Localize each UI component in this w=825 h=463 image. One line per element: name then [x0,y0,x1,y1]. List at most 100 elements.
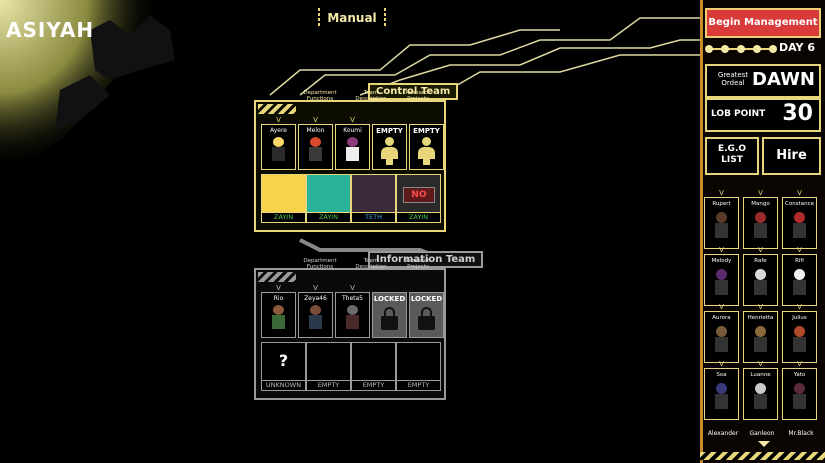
chevron-down-icon: V [797,246,802,254]
agent-slot[interactable]: V Rio [261,284,296,338]
staff-name: Luanne [750,372,771,378]
chevron-down-icon: V [758,360,763,368]
staff-name: Rupert [712,201,731,207]
agent-slot[interactable]: V Melon [298,116,333,170]
staff-name: Soa [716,372,727,378]
agent-name: Theta5 [341,295,363,302]
empty-agent-slot[interactable]: EMPTY [409,124,444,170]
risk-level: ZAYIN [262,212,305,222]
agent-slot[interactable]: V Koumi [335,116,370,170]
agent-name: Melon [306,127,325,134]
information-team-panel: Department Functions Team Description Re… [254,258,446,400]
day-label: DAY 6 [778,41,815,54]
staff-portrait [792,212,807,242]
agent-name: Ayere [270,127,287,134]
staff-portrait [714,269,729,299]
unknown-symbol: ? [278,351,289,370]
staff-portrait [792,269,807,299]
staff-portrait [714,212,729,242]
hire-button[interactable]: Hire [762,137,821,175]
empty-label: EMPTY [413,127,440,135]
abnormality-card[interactable]: ZAYIN [306,174,351,223]
chevron-down-icon: V [719,303,724,311]
agent-portrait [271,305,286,333]
staff-name: Rafe [754,258,767,264]
manual-button[interactable]: Manual [318,8,386,28]
tab-department-functions[interactable]: Department Functions [303,90,337,102]
abnormality-card[interactable]: NO ZAYIN [396,174,441,223]
risk-level: EMPTY [397,380,440,390]
abnormality-card[interactable]: EMPTY [351,342,396,391]
ego-label: E.G.O LIST [717,144,747,165]
staff-name: Rifi [795,258,804,264]
lob-label: LOB POINT [711,109,766,119]
abnormality-card[interactable]: EMPTY [306,342,351,391]
lock-icon [418,307,435,331]
staff-portrait [753,269,768,299]
control-team-tab[interactable]: Control Team [368,83,459,100]
tab-research-projects[interactable]: Research Projects [405,258,431,270]
staff-slot[interactable]: V Luanne [743,360,778,420]
ordeal-value: DAWN [752,69,815,90]
begin-management-button[interactable]: Begin Management [705,8,821,38]
scroll-down-icon[interactable] [758,441,770,447]
chevron-down-icon: V [276,116,281,124]
day-progress: DAY 6 [705,41,817,57]
staff-portrait [792,326,807,356]
staff-name: Constance [785,201,814,207]
person-placeholder-icon [381,137,398,165]
agent-slot[interactable]: V Ayere [261,116,296,170]
agent-slot[interactable]: V Theta5 [335,284,370,338]
information-team-tab[interactable]: Information Team [368,251,484,268]
tab-research-projects[interactable]: Research Projects [405,90,431,102]
ordeal-box: Greatest Ordeal DAWN [705,64,821,98]
ego-list-button[interactable]: E.G.O LIST [705,137,759,175]
locked-agent-slot: LOCKED [372,292,407,338]
staff-portrait [714,383,729,413]
abnormality-card[interactable]: ? UNKNOWN [261,342,306,391]
abnormality-card[interactable]: ZAYIN [261,174,306,223]
locked-agent-slot: LOCKED [409,292,444,338]
staff-name: Mr.Black [788,430,814,437]
manual-label: Manual [327,11,377,25]
abnormality-card[interactable]: TETH [351,174,396,223]
chevron-down-icon: V [276,284,281,292]
hazard-stripe [700,452,825,460]
risk-level: ZAYIN [397,212,440,222]
agent-portrait [345,137,360,165]
lob-value: 30 [782,101,813,126]
staff-slot[interactable]: V Rifi [782,246,817,306]
chevron-down-icon: V [758,189,763,197]
agent-name: Rio [273,295,284,302]
abnormality-card[interactable]: EMPTY [396,342,441,391]
agent-portrait [308,305,323,333]
tab-team-description[interactable]: Team Description [355,90,387,102]
empty-label: EMPTY [376,127,403,135]
person-placeholder-icon [418,137,435,165]
agent-slot[interactable]: V Zeya46 [298,284,333,338]
chevron-down-icon: V [719,246,724,254]
risk-level: TETH [352,212,395,222]
staff-name: Julius [792,315,807,321]
facility-title: ASIYAH [6,18,95,42]
chevron-down-icon: V [758,303,763,311]
chevron-down-icon: V [350,284,355,292]
staff-name: Alexander [707,430,739,437]
control-team-panel: Department Functions Team Description Re… [254,90,446,232]
empty-agent-slot[interactable]: EMPTY [372,124,407,170]
staff-portrait [753,326,768,356]
tab-department-functions[interactable]: Department Functions [303,258,337,270]
abnormality-screen-text: NO [403,187,435,203]
tab-team-description[interactable]: Team Description [355,258,387,270]
chevron-down-icon: V [797,303,802,311]
staff-slot[interactable]: V Julius [782,303,817,363]
